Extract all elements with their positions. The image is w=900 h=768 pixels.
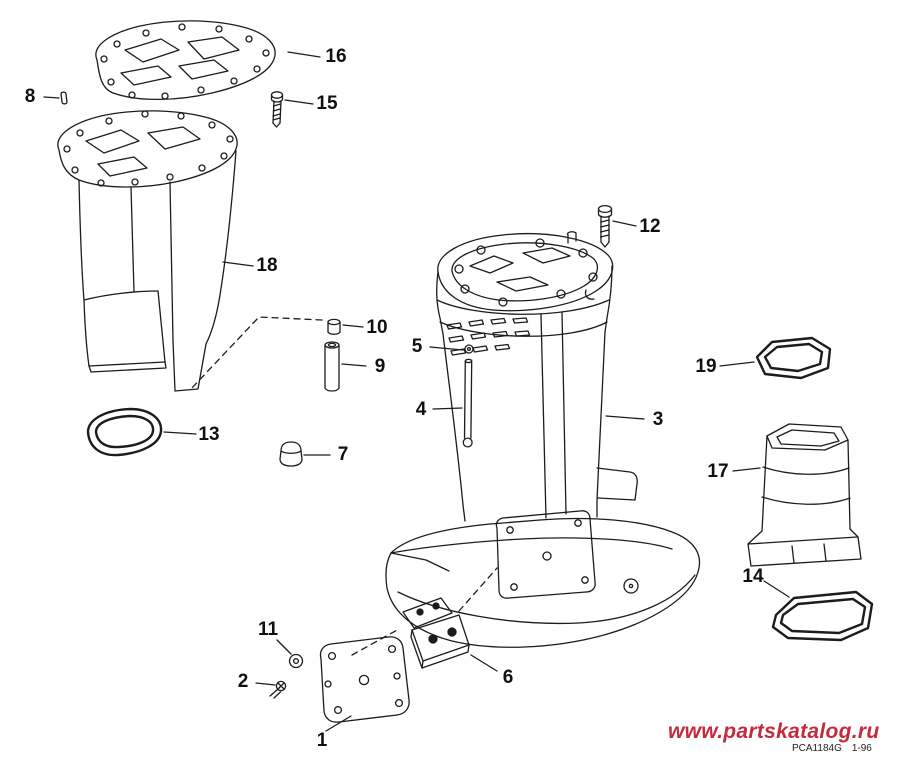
callout-8: 8 [24, 86, 36, 107]
part-11-washer [288, 653, 304, 669]
callout-7: 7 [337, 444, 349, 465]
part-16-upper-gasket-plate [95, 20, 276, 101]
part-6-bracket [402, 597, 470, 669]
part-14-gasket [771, 590, 874, 642]
part-8-pin [60, 91, 68, 105]
part-9-tube [324, 341, 340, 392]
callout-18: 18 [256, 255, 278, 276]
part-1-cover-plate [319, 636, 410, 723]
part-4-rod [462, 358, 473, 448]
part-7-cap [279, 441, 303, 467]
drawing-revision: 1-96 [851, 743, 872, 754]
callout-15: 15 [316, 93, 338, 114]
part-15-screw [270, 91, 284, 128]
drawing-code: PCA1184G 1-96 [792, 743, 872, 754]
callout-12: 12 [639, 216, 661, 237]
part-2-screw [269, 680, 287, 699]
callout-6: 6 [502, 667, 514, 688]
callout-1: 1 [316, 730, 328, 751]
callout-11: 11 [257, 619, 279, 640]
part-10-bushing [327, 318, 341, 335]
part-12-screw [597, 204, 613, 248]
callout-14: 14 [742, 566, 764, 587]
callout-16: 16 [325, 46, 347, 67]
part-17-exhaust-tube [747, 423, 862, 567]
assembly-guide-lines [189, 316, 498, 656]
watermark: www.partskatalog.ru [668, 720, 880, 743]
part-5-fitting [464, 344, 474, 354]
callout-2: 2 [237, 671, 249, 692]
callout-leader-lines [43, 51, 790, 732]
part-3-driveshaft-housing [385, 231, 701, 648]
part-18-inner-exhaust-housing [57, 110, 238, 392]
callout-13: 13 [198, 424, 220, 445]
part-19-seal-ring [755, 336, 832, 380]
callout-4: 4 [415, 399, 427, 420]
callout-17: 17 [707, 461, 729, 482]
callout-3: 3 [652, 409, 664, 430]
callout-19: 19 [695, 356, 717, 377]
part-13-seal-ring [86, 407, 163, 457]
callout-5: 5 [411, 336, 423, 357]
drawing-code-number: PCA1184G [792, 743, 842, 754]
callout-10: 10 [366, 317, 388, 338]
callout-9: 9 [374, 356, 386, 377]
